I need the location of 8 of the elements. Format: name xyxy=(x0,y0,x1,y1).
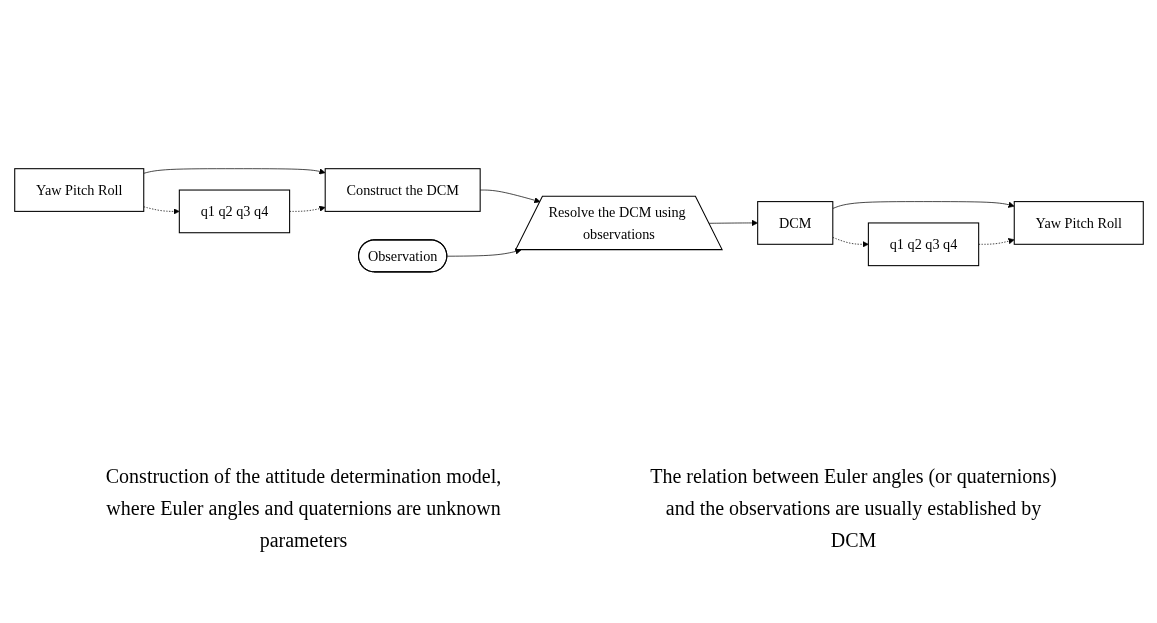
node-box: Construct the DCM xyxy=(324,167,481,212)
caption-note: Construction of the attitude determination model, where Euler angles and quaternions are unknown parameters xyxy=(104,464,503,554)
node-box: Yaw Pitch Roll xyxy=(1013,200,1144,245)
caption-note: The relation between Euler angles (or quaternions) and the observations are usually established by DCM xyxy=(649,464,1058,553)
node-box: q1 q2 q3 q4 xyxy=(178,189,290,233)
node-box: DCM xyxy=(756,200,833,245)
node-box: Yaw Pitch Roll xyxy=(13,167,144,212)
node-box: q1 q2 q3 q4 xyxy=(867,222,979,266)
